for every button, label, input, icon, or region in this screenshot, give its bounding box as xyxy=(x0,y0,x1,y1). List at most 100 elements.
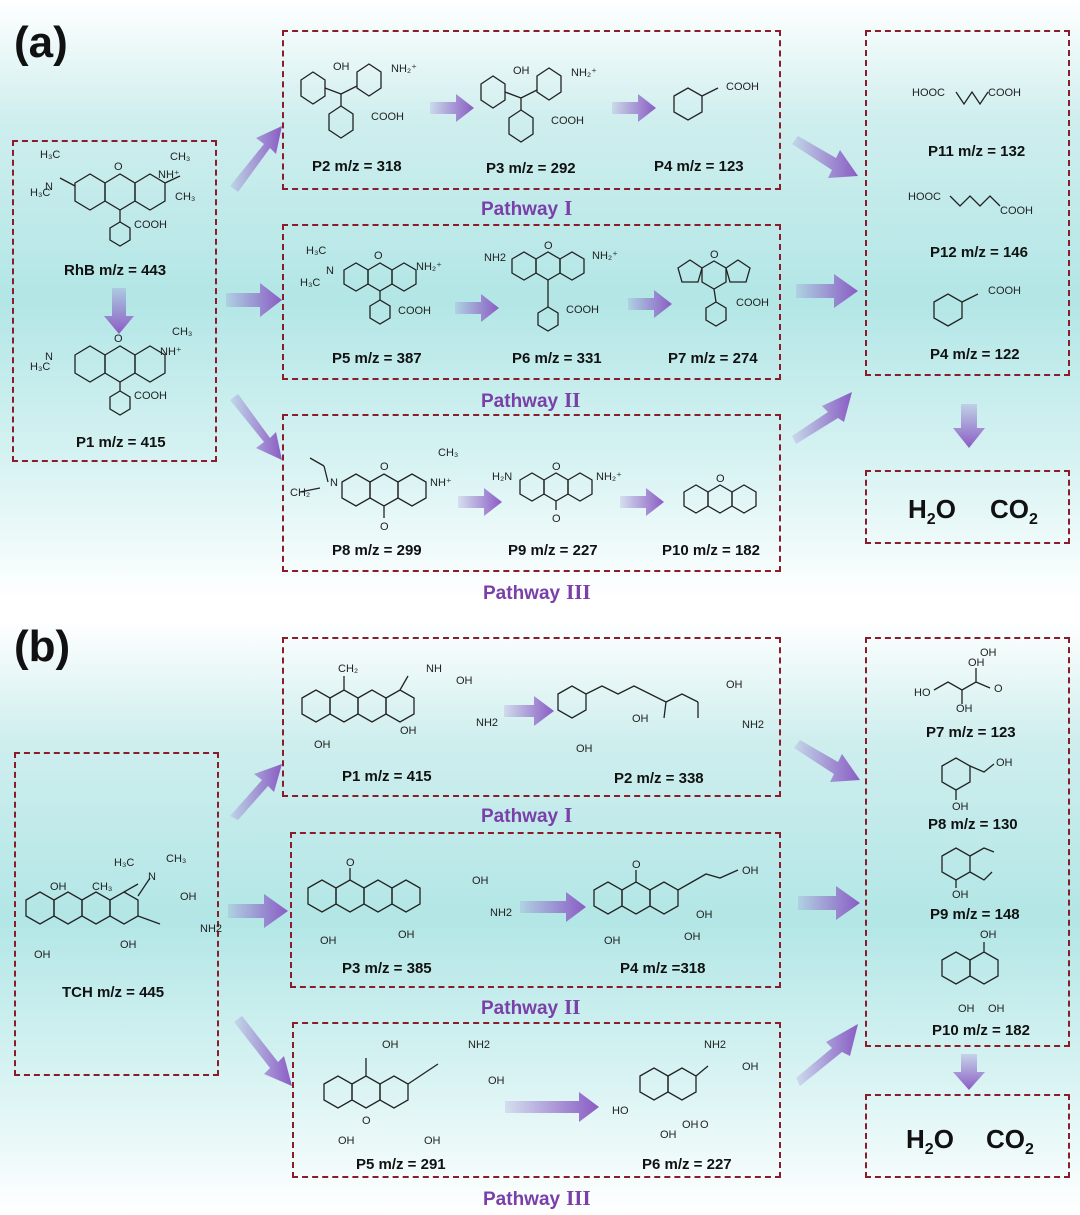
p1-label-a: P1 m/z = 415 xyxy=(76,434,166,451)
p2-label: P2 m/z = 318 xyxy=(312,158,402,175)
svg-text:OH: OH xyxy=(34,949,51,961)
svg-text:O: O xyxy=(362,1115,371,1127)
svg-text:NH2: NH2 xyxy=(490,907,512,919)
p2-structure-b: OH NH2 OH OH xyxy=(557,679,764,755)
svg-text:OH: OH xyxy=(333,61,350,73)
branch-arrow-a-1 xyxy=(230,126,282,192)
p3-structure: O OH NH2 OH OH xyxy=(307,857,512,947)
branch-arrow-a-2 xyxy=(226,283,282,317)
panel-b-label: (b) xyxy=(14,622,71,671)
down-arrow-b xyxy=(953,1054,985,1090)
p7-label-b: P7 m/z = 123 xyxy=(926,724,1016,741)
svg-text:NH₂⁺: NH₂⁺ xyxy=(391,63,417,75)
p7-label-a: P7 m/z = 274 xyxy=(668,350,758,367)
svg-text:N: N xyxy=(45,181,53,193)
merge-arrow-a-1 xyxy=(792,136,858,178)
rhb-box xyxy=(12,140,217,462)
p4-label-b: P4 m/z =318 xyxy=(620,960,706,977)
p12-label: P12 m/z = 146 xyxy=(930,244,1028,261)
p3-label-b: P3 m/z = 385 xyxy=(342,960,432,977)
co2-b: CO2 xyxy=(986,1124,1034,1159)
p5-structure: O H₃C N H₃C NH₂⁺ COOH xyxy=(300,245,442,325)
pathway-a2-box xyxy=(282,224,781,380)
branch-arrow-b-3 xyxy=(234,1016,292,1086)
svg-text:OH: OH xyxy=(952,801,969,813)
merge-arrow-a-3 xyxy=(792,392,852,444)
pathway-b3-box xyxy=(292,1022,781,1178)
tch-box xyxy=(14,752,219,1076)
p11-structure: HOOC COOH xyxy=(912,87,1021,106)
p1-structure: O N H₃C NH⁺ CH₃ COOH xyxy=(30,326,192,416)
svg-text:N: N xyxy=(45,351,53,363)
svg-text:HO: HO xyxy=(914,687,931,699)
svg-text:H₃C: H₃C xyxy=(40,149,60,161)
p10-structure-b: OH OH OH xyxy=(941,929,1005,1015)
svg-text:OH: OH xyxy=(956,703,973,715)
svg-text:OH: OH xyxy=(338,1135,355,1147)
p6-label-b: P6 m/z = 227 xyxy=(642,1156,732,1173)
svg-text:O: O xyxy=(380,461,389,473)
svg-text:OH: OH xyxy=(968,657,985,669)
p7-structure-a: O COOH xyxy=(677,249,769,327)
svg-text:O: O xyxy=(114,161,123,173)
svg-text:O: O xyxy=(994,683,1003,695)
svg-text:CH₃: CH₃ xyxy=(175,191,195,203)
arrow-p6-p7 xyxy=(628,290,672,318)
svg-text:O: O xyxy=(710,249,719,261)
svg-text:NH₂⁺: NH₂⁺ xyxy=(596,471,622,483)
svg-text:COOH: COOH xyxy=(988,87,1021,99)
svg-text:COOH: COOH xyxy=(134,219,167,231)
svg-text:CH₂: CH₂ xyxy=(290,487,310,499)
p4-structure-a-int: COOH xyxy=(933,285,1021,327)
svg-text:OH: OH xyxy=(996,757,1013,769)
svg-text:NH⁺: NH⁺ xyxy=(430,477,452,489)
svg-text:O: O xyxy=(544,240,553,252)
svg-text:OH: OH xyxy=(488,1075,505,1087)
svg-text:OH: OH xyxy=(980,647,997,659)
svg-text:NH2: NH2 xyxy=(742,719,764,731)
p8-structure: O N CH₂ NH⁺ CH₃ O xyxy=(290,447,458,533)
svg-text:COOH: COOH xyxy=(371,111,404,123)
arrow-b-p5-p6 xyxy=(505,1092,599,1122)
p6-label: P6 m/z = 331 xyxy=(512,350,602,367)
p9-structure: O H₂N NH₂⁺ O xyxy=(492,461,622,525)
p3-label: P3 m/z = 292 xyxy=(486,160,576,177)
svg-text:NH2: NH2 xyxy=(484,252,506,264)
svg-text:COOH: COOH xyxy=(736,297,769,309)
svg-text:OH: OH xyxy=(456,675,473,687)
svg-text:COOH: COOH xyxy=(551,115,584,127)
p2-structure: OH NH₂⁺ COOH xyxy=(300,61,417,139)
svg-text:NH2: NH2 xyxy=(704,1039,726,1051)
svg-text:NH₂⁺: NH₂⁺ xyxy=(592,250,618,262)
svg-text:NH: NH xyxy=(426,663,442,675)
svg-text:CH₃: CH₃ xyxy=(172,326,192,338)
svg-text:HO: HO xyxy=(612,1105,629,1117)
p10-structure-a: O xyxy=(683,473,757,514)
tch-label: TCH m/z = 445 xyxy=(62,984,165,1001)
merge-arrow-b-3 xyxy=(796,1024,858,1086)
merge-arrow-b-1 xyxy=(794,740,860,782)
svg-text:OH: OH xyxy=(398,929,415,941)
svg-text:H₃C: H₃C xyxy=(30,187,50,199)
svg-text:CH₃: CH₃ xyxy=(92,881,112,893)
rhb-label: RhB m/z = 443 xyxy=(64,262,167,279)
svg-text:COOH: COOH xyxy=(726,81,759,93)
branch-arrow-b-2 xyxy=(228,894,288,928)
svg-text:OH: OH xyxy=(180,891,197,903)
svg-text:OH: OH xyxy=(50,881,67,893)
svg-text:H₂N: H₂N xyxy=(492,471,512,483)
p8-label-b: P8 m/z = 130 xyxy=(928,816,1018,833)
svg-text:O: O xyxy=(632,859,641,871)
p2-label-b: P2 m/z = 338 xyxy=(614,770,704,787)
svg-text:O: O xyxy=(380,521,389,533)
svg-text:CH₃: CH₃ xyxy=(170,151,190,163)
svg-text:NH2: NH2 xyxy=(468,1039,490,1051)
pathway-a1-box xyxy=(282,30,781,190)
svg-text:OH: OH xyxy=(726,679,743,691)
p6-structure-b: NH2 OH HO OH OH O xyxy=(612,1039,759,1141)
p5-label-b: P5 m/z = 291 xyxy=(356,1156,446,1173)
svg-text:CH₃: CH₃ xyxy=(438,447,458,459)
